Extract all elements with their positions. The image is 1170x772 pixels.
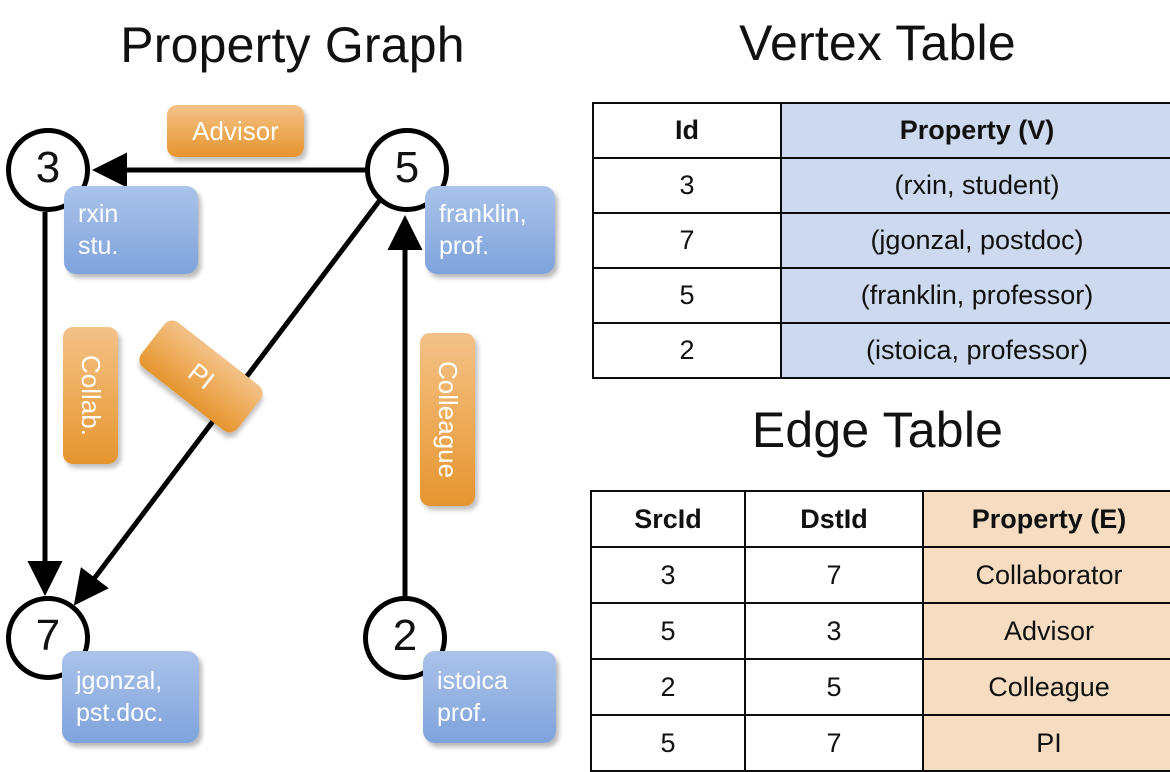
property-box-franklin-line2: prof. <box>439 232 490 260</box>
property-box-rxin-line2: stu. <box>78 232 119 260</box>
edge-row-3-srcid: 5 <box>590 714 746 772</box>
vertex-row-0-property: (rxin, student) <box>780 157 1170 214</box>
table-row: 3 (rxin, student) <box>592 157 1170 214</box>
edge-label-advisor[interactable]: Advisor <box>167 105 304 157</box>
edge-label-colleague[interactable]: Colleague <box>420 333 475 506</box>
table-header-row: Id Property (V) <box>592 102 1170 159</box>
property-box-istoica-line2: prof. <box>437 699 488 727</box>
vertex-row-2-id: 5 <box>592 267 782 324</box>
edge-label-pi-text: PI <box>182 356 221 396</box>
vertex-table-header-id: Id <box>592 102 782 159</box>
property-box-istoica[interactable]: istoica prof. <box>423 651 556 743</box>
graph-node-7-label: 7 <box>35 611 61 660</box>
graph-node-5-label: 5 <box>394 143 420 192</box>
edge-label-advisor-text: Advisor <box>192 115 279 146</box>
edge-label-collaborator[interactable]: Collab. <box>63 327 118 464</box>
vertex-table: Id Property (V) 3 (rxin, student) 7 (jgo… <box>592 102 1170 379</box>
vertex-row-1-property: (jgonzal, postdoc) <box>780 212 1170 269</box>
table-row: 5 (franklin, professor) <box>592 267 1170 324</box>
vertex-row-0-id: 3 <box>592 157 782 214</box>
edge-row-2-property: Colleague <box>922 658 1170 716</box>
table-row: 5 3 Advisor <box>590 602 1170 660</box>
edge-row-1-dstid: 3 <box>744 602 924 660</box>
edge-row-1-srcid: 5 <box>590 602 746 660</box>
edge-table: SrcId DstId Property (E) 3 7 Collaborato… <box>590 490 1170 772</box>
graph-node-5[interactable]: 5 <box>365 128 449 212</box>
edge-table-header-srcid: SrcId <box>590 490 746 548</box>
edge-row-0-dstid: 7 <box>744 546 924 604</box>
property-box-franklin[interactable]: franklin, prof. <box>425 186 555 274</box>
property-box-jgonzal[interactable]: jgonzal, pst.doc. <box>62 651 199 743</box>
page-title-edge-table: Edge Table <box>751 402 1004 458</box>
page-title-property-graph: Property Graph <box>120 17 465 73</box>
vertex-row-2-property: (franklin, professor) <box>780 267 1170 324</box>
table-row: 3 7 Collaborator <box>590 546 1170 604</box>
property-box-jgonzal-line2: pst.doc. <box>76 699 164 727</box>
vertex-row-3-property: (istoica, professor) <box>780 322 1170 379</box>
graph-node-3-label: 3 <box>35 143 61 192</box>
edge-row-3-property: PI <box>922 714 1170 772</box>
edge-label-colleague-text: Colleague <box>433 360 463 479</box>
page-title-vertex-table: Vertex Table <box>739 15 1016 71</box>
table-row: 7 (jgonzal, postdoc) <box>592 212 1170 269</box>
table-header-row: SrcId DstId Property (E) <box>590 490 1170 548</box>
edge-row-2-srcid: 2 <box>590 658 746 716</box>
property-graph-panel: Property Graph 3 5 7 2 rxin stu. frankli… <box>0 0 585 760</box>
vertex-table-header-property: Property (V) <box>780 102 1170 159</box>
table-row: 2 5 Colleague <box>590 658 1170 716</box>
table-row: 5 7 PI <box>590 714 1170 772</box>
edge-row-1-property: Advisor <box>922 602 1170 660</box>
edge-row-3-dstid: 7 <box>744 714 924 772</box>
edge-row-0-srcid: 3 <box>590 546 746 604</box>
property-box-rxin[interactable]: rxin stu. <box>64 186 198 274</box>
graph-node-2[interactable]: 2 <box>363 596 447 680</box>
vertex-row-3-id: 2 <box>592 322 782 379</box>
property-box-jgonzal-line1: jgonzal, <box>76 667 163 695</box>
vertex-row-1-id: 7 <box>592 212 782 269</box>
edge-table-header-property: Property (E) <box>922 490 1170 548</box>
property-box-rxin-line1: rxin <box>78 200 119 228</box>
edge-row-2-dstid: 5 <box>744 658 924 716</box>
graph-node-2-label: 2 <box>392 611 418 660</box>
edge-table-header-dstid: DstId <box>744 490 924 548</box>
table-row: 2 (istoica, professor) <box>592 322 1170 379</box>
property-box-franklin-line1: franklin, <box>439 200 527 228</box>
property-box-istoica-line1: istoica <box>437 667 508 695</box>
edge-row-0-property: Collaborator <box>922 546 1170 604</box>
edge-label-collaborator-text: Collab. <box>76 355 106 436</box>
